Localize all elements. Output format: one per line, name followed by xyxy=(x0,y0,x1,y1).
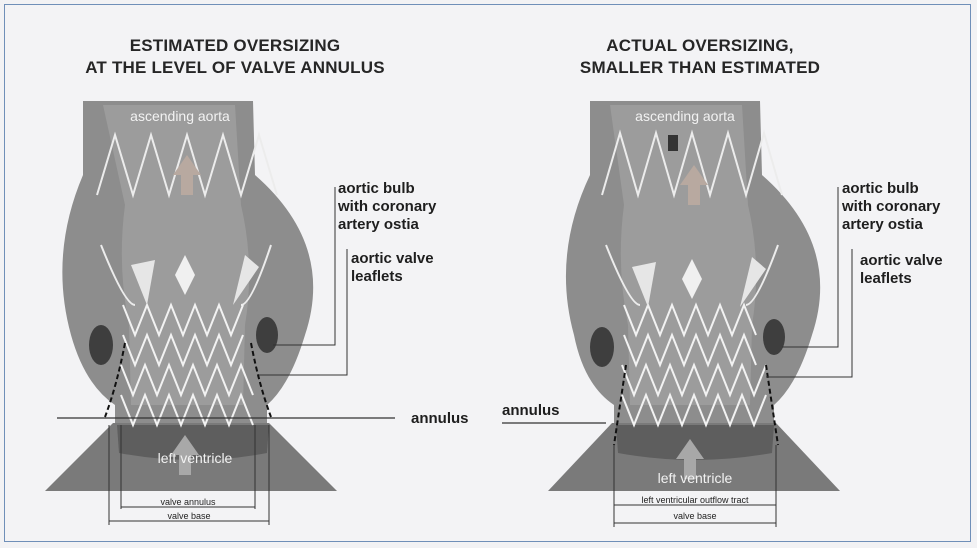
coronary-ostium-left xyxy=(89,325,113,365)
device-marker xyxy=(668,135,678,151)
label-aortic-bulb-1: aortic bulb xyxy=(842,180,919,197)
label-leaflets-1: aortic valve xyxy=(860,252,943,269)
label-aortic-bulb-1: aortic bulb xyxy=(338,180,415,197)
label-measure-outer: valve base xyxy=(673,511,716,521)
coronary-ostium-right xyxy=(256,317,278,353)
label-measure-inner: valve annulus xyxy=(160,497,216,507)
coronary-ostium-left xyxy=(590,327,614,367)
anatomy-illustration: ascending aorta left ventricle aortic bu… xyxy=(490,5,970,541)
label-annulus: annulus xyxy=(502,402,560,419)
label-left-ventricle: left ventricle xyxy=(658,470,733,486)
label-leaflets-1: aortic valve xyxy=(351,250,434,267)
label-ascending-aorta: ascending aorta xyxy=(130,108,230,124)
anatomy-illustration: ascending aorta left ventricle aortic bu… xyxy=(5,5,485,541)
label-measure-inner: left ventricular outflow tract xyxy=(641,495,749,505)
label-annulus: annulus xyxy=(411,410,469,427)
label-ascending-aorta: ascending aorta xyxy=(635,108,735,124)
label-measure-outer: valve base xyxy=(167,511,210,521)
label-leaflets-2: leaflets xyxy=(351,268,403,285)
label-aortic-bulb-3: artery ostia xyxy=(338,216,420,233)
label-leaflets-2: leaflets xyxy=(860,270,912,287)
panel-estimated: ESTIMATED OVERSIZING AT THE LEVEL OF VAL… xyxy=(5,5,485,541)
coronary-ostium-right xyxy=(763,319,785,355)
label-left-ventricle: left ventricle xyxy=(158,450,233,466)
label-aortic-bulb-3: artery ostia xyxy=(842,216,924,233)
panel-actual: ACTUAL OVERSIZING, SMALLER THAN ESTIMATE… xyxy=(490,5,970,541)
label-aortic-bulb-2: with coronary xyxy=(337,198,437,215)
figure-frame: ESTIMATED OVERSIZING AT THE LEVEL OF VAL… xyxy=(4,4,971,542)
label-aortic-bulb-2: with coronary xyxy=(841,198,941,215)
